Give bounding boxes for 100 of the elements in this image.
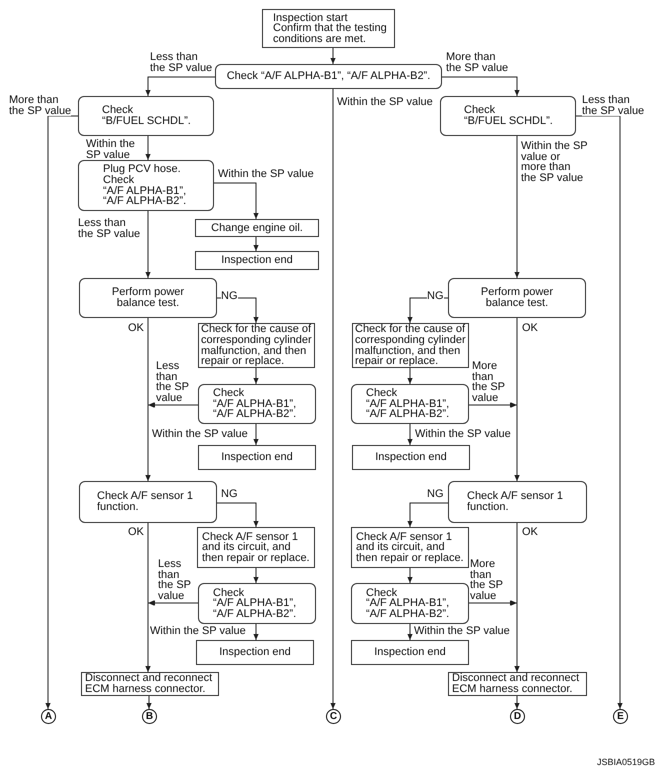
arrow <box>253 624 259 640</box>
step-text: Disconnect and reconnect ECM harness connector. <box>85 673 212 695</box>
step-text: Check A/F sensor 1 function. <box>467 491 563 513</box>
step-text: Check “A/F ALPHA-B1”, “A/F ALPHA-B2”. <box>103 174 186 207</box>
step-text: Perform power balance test. <box>480 287 554 309</box>
arrow <box>442 76 520 96</box>
decision-box <box>448 278 586 318</box>
connector-letter: C <box>330 712 338 722</box>
edge-label: Within the SP value <box>337 97 433 108</box>
edge-label: Less than the SP value <box>158 559 192 602</box>
edge-label: Within the SP value <box>415 429 511 440</box>
edge-label: Less than the SP value <box>150 52 212 74</box>
arrow <box>146 696 152 710</box>
process-box <box>352 445 470 470</box>
step-text: Check A/F sensor 1 function. <box>97 491 193 513</box>
arrow <box>145 402 198 482</box>
process-box <box>195 251 319 270</box>
decision-box <box>198 384 316 424</box>
edge-label: NG <box>221 291 238 302</box>
edge-label: More than the SP value <box>9 95 72 116</box>
edge-label: More than the SP value <box>470 559 504 602</box>
decision-box <box>78 96 214 136</box>
step-text: Disconnect and reconnect ECM harness connector. <box>452 673 580 695</box>
step-text: Inspection end <box>375 452 447 463</box>
arrow <box>145 600 198 672</box>
decision-box <box>440 96 576 136</box>
arrow <box>468 600 520 672</box>
arrow <box>145 210 151 278</box>
arrow <box>407 502 448 528</box>
step-text: Check A/F sensor 1 and its circuit, and then repair or replace. <box>356 532 464 564</box>
step-text: Check “B/FUEL SCHDL”. <box>102 105 191 127</box>
process-box <box>196 640 314 665</box>
arrow <box>253 368 259 384</box>
step-text: Plug PCV hose. <box>103 164 181 175</box>
step-text: Check “A/F ALPHA-B1”, “A/F ALPHA-B2”. <box>213 388 296 420</box>
edge-label: Within the SP value <box>218 169 314 180</box>
step-text: Inspection end <box>221 452 293 463</box>
connector-letter: B <box>146 712 154 722</box>
decision-box <box>79 481 217 523</box>
process-box <box>351 640 469 665</box>
edge-label: Less than the SP value <box>156 361 190 404</box>
arrow <box>576 116 623 710</box>
connector-circle <box>613 709 628 724</box>
edge-label: More than the SP value <box>472 361 506 404</box>
step-text: Perform power balance test. <box>112 287 184 309</box>
connector-letter: D <box>514 712 522 722</box>
arrow <box>216 502 259 528</box>
arrow <box>514 696 520 710</box>
arrow <box>468 402 520 482</box>
arrow <box>214 182 259 220</box>
step-text: Check A/F sensor 1 and its circuit, and then repair or replace. <box>202 532 310 564</box>
edge-label: More than the SP value <box>446 52 508 74</box>
arrow <box>330 88 336 710</box>
decision-box <box>78 160 214 211</box>
edge-label: Within the SP value <box>414 626 510 637</box>
step-text: Check “A/F ALPHA-B1”, “A/F ALPHA-B2”. <box>366 588 450 620</box>
arrow <box>407 624 413 640</box>
edge-label: Within the SP value <box>86 139 135 160</box>
arrow <box>145 76 216 96</box>
connector-circle <box>142 709 157 724</box>
connector-circle <box>41 709 56 724</box>
edge-label: OK <box>522 323 538 334</box>
process-box <box>448 672 587 696</box>
process-box <box>81 672 219 696</box>
decision-box <box>351 583 469 624</box>
arrow <box>407 368 413 384</box>
step-text: Check for the cause of corresponding cylinder malfunction, and then repair or replace. <box>201 324 312 367</box>
arrow <box>330 48 336 64</box>
step-text: Check “B/FUEL SCHDL”. <box>464 105 553 127</box>
process-box <box>198 445 316 470</box>
step-text: Check for the cause of corresponding cylinder malfunction, and then repair or replace. <box>355 324 466 367</box>
step-text: Check “A/F ALPHA-B1”, “A/F ALPHA-B2”. <box>226 71 430 82</box>
edge-label: OK <box>128 323 144 334</box>
decision-box <box>351 384 469 424</box>
arrow <box>514 136 520 278</box>
connector-circle <box>510 709 525 724</box>
decision-box <box>198 583 316 624</box>
edge-label: NG <box>427 489 444 500</box>
arrow <box>45 116 78 710</box>
edge-label: OK <box>128 527 144 538</box>
figure-code: JSBIA0519GB <box>597 757 656 767</box>
arrow <box>253 568 259 584</box>
step-text: Inspection end <box>219 647 291 658</box>
edge-label: OK <box>522 527 538 538</box>
arrow <box>145 136 151 160</box>
edge-label: NG <box>427 291 444 302</box>
arrow <box>253 424 259 446</box>
edge-label: Less than the SP value <box>78 218 140 240</box>
step-text: Inspection end <box>374 647 446 658</box>
decision-box <box>215 64 442 89</box>
connector-letter: E <box>617 712 624 722</box>
decision-box <box>79 278 217 318</box>
process-box <box>195 219 319 237</box>
process-box <box>262 9 395 48</box>
step-text: Inspection end <box>221 255 293 266</box>
arrow <box>253 236 259 252</box>
edge-label: Within the SP value or more than the SP value <box>521 141 588 184</box>
step-text: Check “A/F ALPHA-B1”, “A/F ALPHA-B2”. <box>366 388 450 420</box>
edge-label: Less than the SP value <box>582 95 644 116</box>
step-text: Inspection start <box>273 12 348 24</box>
